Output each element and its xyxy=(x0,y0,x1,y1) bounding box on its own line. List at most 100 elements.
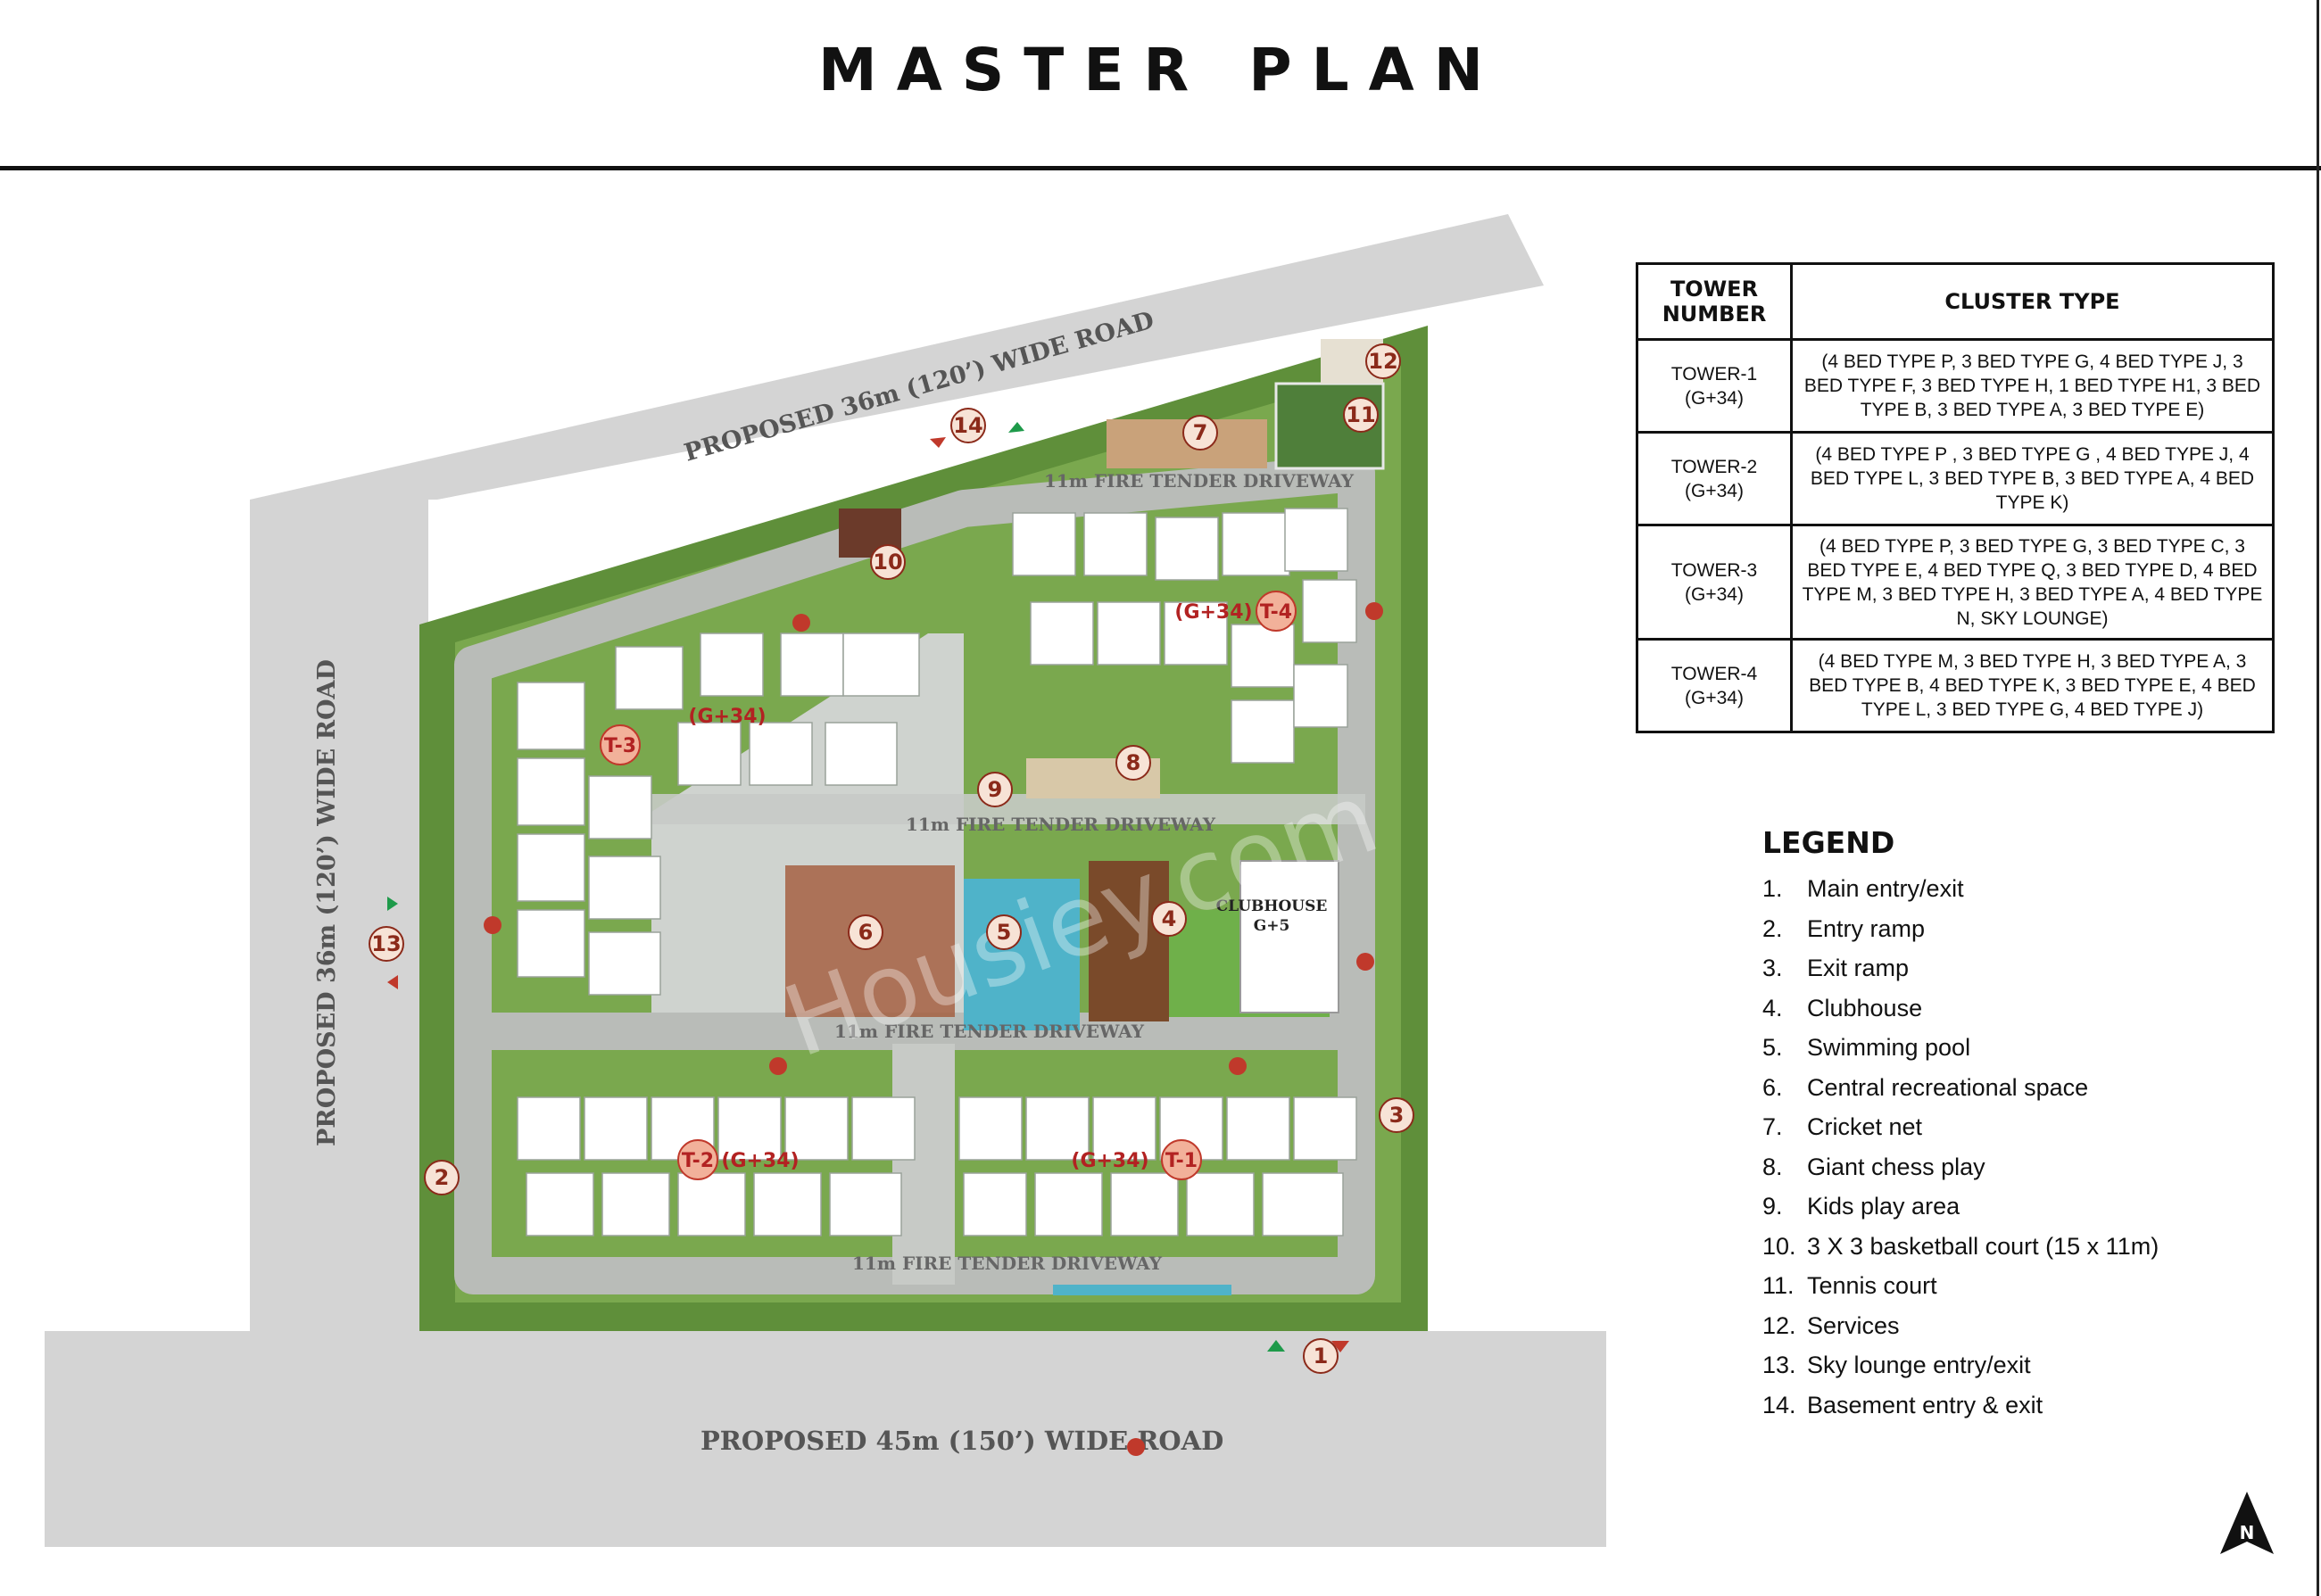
amenity-marker-14: 14 xyxy=(950,408,986,443)
marker-number: 2 xyxy=(435,1165,450,1190)
legend-label: Swimming pool xyxy=(1807,1034,1971,1061)
building-block xyxy=(517,682,585,750)
tower-blocks xyxy=(517,508,1357,1236)
building-block xyxy=(1025,1096,1090,1161)
bottom-road xyxy=(45,1331,1606,1547)
building-block xyxy=(1092,1096,1156,1161)
legend-item: 1.Main entry/exit xyxy=(1762,869,2280,909)
legend-label: Entry ramp xyxy=(1807,914,1926,942)
building-block xyxy=(958,1096,1023,1161)
legend-label: Tennis court xyxy=(1807,1272,1937,1299)
legend-number: 4. xyxy=(1762,994,1783,1021)
legend-number: 3. xyxy=(1762,955,1783,981)
left-entry-arrow-icon xyxy=(387,897,398,911)
legend-item: 4.Clubhouse xyxy=(1762,988,2280,1029)
table-header-row: TOWER NUMBER CLUSTER TYPE xyxy=(1636,262,2275,341)
left-road-label: PROPOSED 36m (120’) WIDE ROAD xyxy=(313,659,341,1146)
building-block xyxy=(588,856,661,920)
legend-number: 12. xyxy=(1762,1311,1796,1339)
building-block xyxy=(588,775,652,839)
driveway-label-middle: 11m FIRE TENDER DRIVEWAY xyxy=(834,1021,1145,1042)
page-border xyxy=(2317,0,2319,1596)
tower-height: (G+34) xyxy=(1685,387,1744,409)
amenity-marker-12: 12 xyxy=(1365,343,1401,379)
master-plan-map: CLUBHOUSE G+5 PROPOSED 36m (120’) WIDE R… xyxy=(45,214,1606,1547)
legend: LEGEND 1.Main entry/exit 2.Entry ramp 3.… xyxy=(1762,825,2280,1425)
amenity-marker-10: 10 xyxy=(870,544,906,580)
building-block xyxy=(677,1172,746,1236)
marker-number: 14 xyxy=(953,413,982,438)
left-exit-arrow-icon xyxy=(387,975,398,989)
access-point-dot xyxy=(484,916,502,934)
marker-number: 6 xyxy=(858,920,874,945)
building-block xyxy=(615,646,684,710)
marker-number: 3 xyxy=(1389,1103,1405,1128)
tower-t2-height: (G+34) xyxy=(721,1150,799,1172)
legend-number: 11. xyxy=(1762,1272,1795,1299)
legend-label: Sky lounge entry/exit xyxy=(1807,1352,2031,1378)
legend-number: 5. xyxy=(1762,1034,1783,1061)
building-block xyxy=(677,722,742,786)
legend-number: 10. xyxy=(1762,1232,1796,1260)
building-block xyxy=(1302,579,1357,643)
building-block xyxy=(749,722,813,786)
legend-item: 5. Swimming pool xyxy=(1762,1028,2280,1068)
tower-cluster-table: TOWER NUMBER CLUSTER TYPE TOWER-1(G+34) … xyxy=(1636,262,2275,733)
building-block xyxy=(517,833,585,902)
amenity-marker-1: 1 xyxy=(1303,1338,1339,1374)
cluster-cell: (4 BED TYPE P, 3 BED TYPE G, 3 BED TYPE … xyxy=(1790,524,2275,641)
legend-label: Central recreational space xyxy=(1807,1073,2089,1101)
building-block xyxy=(825,722,898,786)
building-block xyxy=(1186,1172,1255,1236)
marker-number: 4 xyxy=(1162,906,1177,931)
legend-item: 10.3 X 3 basketball court (15 x 11m) xyxy=(1762,1227,2280,1267)
legend-item: 9.Kids play area xyxy=(1762,1187,2280,1227)
driveway-label-top: 11m FIRE TENDER DRIVEWAY xyxy=(1044,470,1355,492)
tower-cell: TOWER-3(G+34) xyxy=(1636,524,1793,641)
basement-entry-arrow-icon xyxy=(1008,422,1024,433)
legend-number: 9. xyxy=(1762,1193,1783,1220)
legend-number: 6. xyxy=(1762,1073,1783,1101)
legend-label: Basement entry & exit xyxy=(1807,1391,2043,1418)
tower-name: TOWER-2 xyxy=(1670,456,1758,477)
building-block xyxy=(963,1172,1027,1236)
tower-number-header: TOWER NUMBER xyxy=(1636,262,1793,341)
legend-label: Exit ramp xyxy=(1807,955,1910,981)
tower-height: (G+34) xyxy=(1685,687,1744,708)
marker-number: 9 xyxy=(988,777,1003,802)
legend-number: 13. xyxy=(1762,1352,1796,1378)
legend-item: 7.Cricket net xyxy=(1762,1107,2280,1147)
amenity-marker-7: 7 xyxy=(1182,415,1218,451)
access-point-dot xyxy=(1356,953,1374,971)
legend-item: 14.Basement entry & exit xyxy=(1762,1385,2280,1426)
building-block xyxy=(517,909,585,978)
south-axis-path xyxy=(892,1044,955,1285)
title-divider xyxy=(0,166,2321,170)
tower-t3-tag: T-3 xyxy=(604,735,636,757)
building-block xyxy=(584,1096,648,1161)
clubhouse-floors: G+5 xyxy=(1254,917,1290,935)
building-block xyxy=(1034,1172,1103,1236)
building-block xyxy=(851,1096,916,1161)
cluster-cell: (4 BED TYPE P, 3 BED TYPE G, 4 BED TYPE … xyxy=(1790,338,2275,434)
access-point-dot xyxy=(792,614,810,632)
building-block xyxy=(1284,508,1348,572)
amenity-marker-5: 5 xyxy=(986,914,1022,950)
marker-number: 5 xyxy=(997,920,1012,945)
tower-cell: TOWER-1(G+34) xyxy=(1636,338,1793,434)
legend-label: Main entry/exit xyxy=(1807,875,1964,902)
amenity-marker-9: 9 xyxy=(977,772,1013,807)
building-block xyxy=(1222,512,1290,576)
marker-number: 10 xyxy=(873,550,902,575)
legend-item: 13. Sky lounge entry/exit xyxy=(1762,1345,2280,1385)
north-label: N xyxy=(2240,1522,2255,1543)
water-feature xyxy=(1053,1285,1231,1295)
building-block xyxy=(588,931,661,996)
tower-t1-marker: T-1 (G+34) xyxy=(1071,1139,1202,1180)
building-block xyxy=(700,633,764,697)
cluster-cell: (4 BED TYPE M, 3 BED TYPE H, 3 BED TYPE … xyxy=(1790,638,2275,733)
clubhouse-pergola xyxy=(1089,861,1169,1021)
marker-number: 13 xyxy=(371,931,401,956)
north-arrow-icon: N xyxy=(2220,1492,2274,1554)
